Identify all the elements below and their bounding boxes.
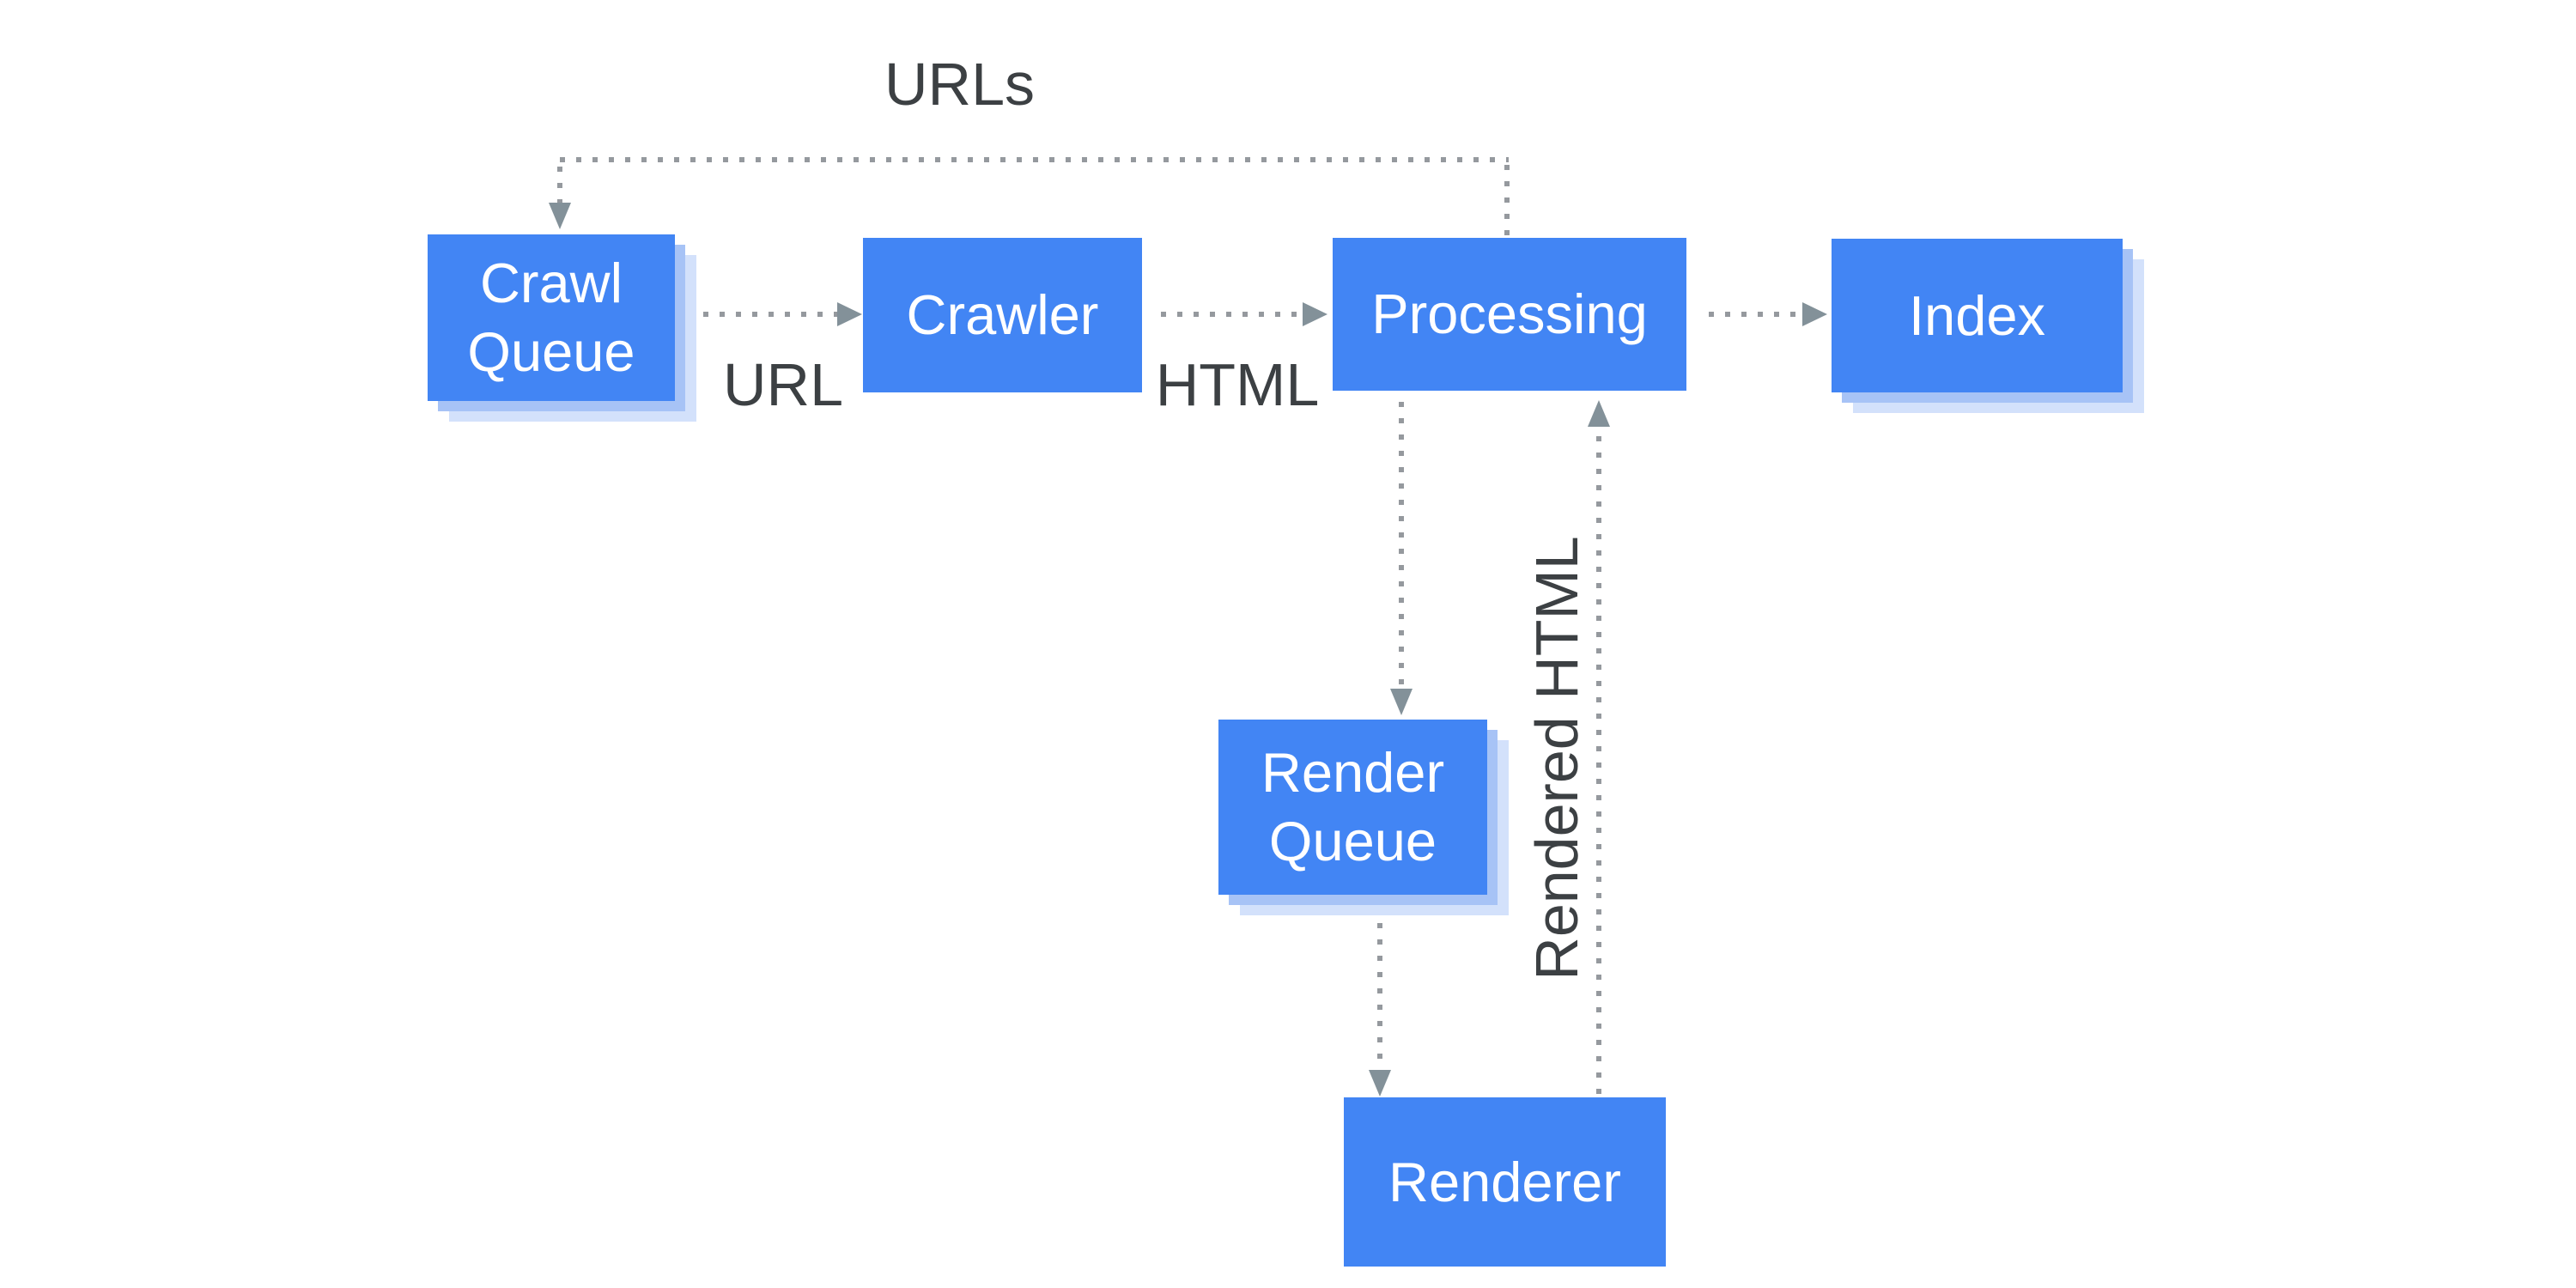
edge-renderer-to-processing-line xyxy=(1596,436,1601,1097)
node-label: Renderer xyxy=(1388,1150,1621,1213)
arrowhead-down-into-render-queue-icon xyxy=(1390,689,1413,715)
arrowhead-up-into-processing-icon xyxy=(1588,400,1610,427)
arrowhead-right-into-index-icon xyxy=(1802,302,1827,326)
node-index: Index xyxy=(1832,239,2144,413)
node-renderer: Renderer xyxy=(1344,1097,1666,1267)
edge-urls-horizontal-line xyxy=(560,157,1509,162)
node-crawl-queue: Crawl Queue xyxy=(428,234,696,422)
edge-processing-to-render-queue-line xyxy=(1399,402,1404,687)
arrowhead-down-into-crawl-queue-icon xyxy=(549,203,571,229)
node-label: Crawl Queue xyxy=(467,252,635,383)
edge-crawler-to-processing-line xyxy=(1161,312,1302,317)
edge-urls-into-crawl-queue-line xyxy=(557,167,562,203)
node-label: Processing xyxy=(1371,283,1648,345)
arrowhead-right-into-crawler-icon xyxy=(837,302,862,326)
edge-urls-drop-from-processing-line xyxy=(1504,165,1510,235)
edge-render-queue-to-renderer-line xyxy=(1377,907,1382,1068)
arrowhead-right-into-processing-icon xyxy=(1303,302,1327,326)
node-face: Renderer xyxy=(1344,1097,1666,1267)
node-processing: Processing xyxy=(1333,238,1686,391)
edge-label-urls: URLs xyxy=(884,51,1036,118)
node-face: Index xyxy=(1832,239,2123,392)
node-label: Index xyxy=(1908,283,2045,347)
node-face: Render Queue xyxy=(1218,720,1487,895)
node-label: Crawler xyxy=(906,283,1099,346)
edge-label-rendered-html: Rendered HTML xyxy=(1523,536,1590,981)
node-crawler: Crawler xyxy=(863,238,1142,392)
node-face: Crawl Queue xyxy=(428,234,675,401)
edge-crawl-queue-to-crawler-line xyxy=(687,312,838,317)
node-label: Render Queue xyxy=(1261,741,1445,872)
edge-label-url: URL xyxy=(722,351,844,418)
node-render-queue: Render Queue xyxy=(1218,720,1509,915)
edge-label-html: HTML xyxy=(1155,351,1320,418)
node-face: Processing xyxy=(1333,238,1686,391)
edge-processing-to-index-line xyxy=(1709,312,1801,317)
arrowhead-down-into-renderer-icon xyxy=(1369,1070,1391,1097)
node-face: Crawler xyxy=(863,238,1142,392)
